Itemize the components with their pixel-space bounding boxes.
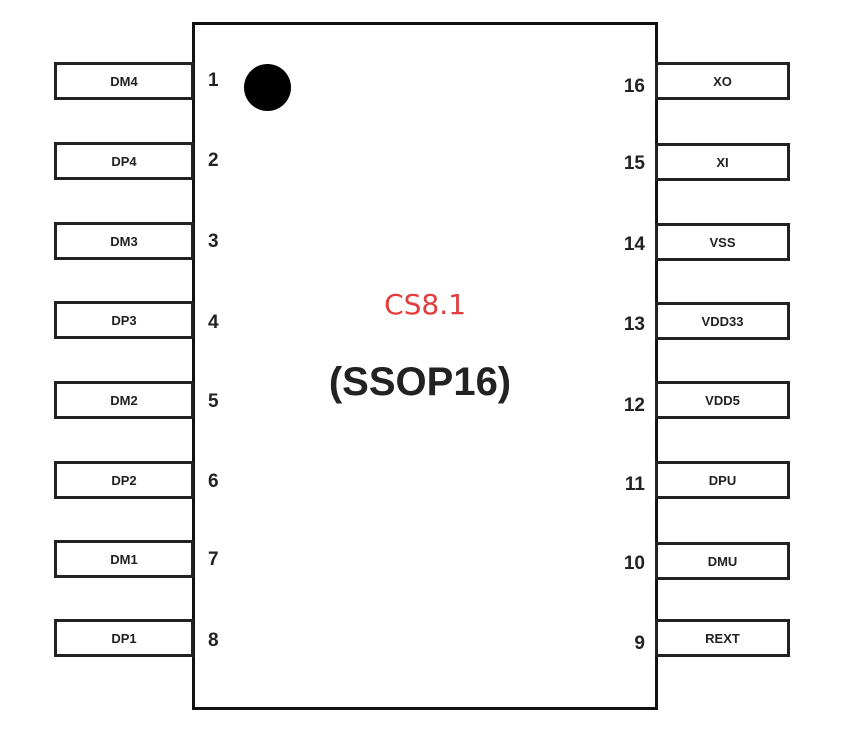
pin-box-right-13: VDD33 [655, 302, 790, 340]
pin-box-right-10: DMU [655, 542, 790, 580]
pin-box-left-8: DP1 [54, 619, 194, 657]
pin-number-4: 4 [208, 312, 219, 333]
pin-box-right-9: REXT [655, 619, 790, 657]
pin-box-right-12: VDD5 [655, 381, 790, 419]
pin-box-left-1: DM4 [54, 62, 194, 100]
pin-number-16: 16 [623, 76, 645, 97]
package-label: (SSOP16) [328, 360, 512, 404]
pin-number-1: 1 [208, 70, 219, 91]
pin-box-right-14: VSS [655, 223, 790, 261]
pin-number-12: 12 [623, 395, 645, 416]
pin-box-left-7: DM1 [54, 540, 194, 578]
pin-box-left-4: DP3 [54, 301, 194, 339]
pin-number-3: 3 [208, 231, 219, 252]
pin-box-right-11: DPU [655, 461, 790, 499]
part-name: CS8.1 [384, 288, 466, 321]
chip-body [192, 22, 658, 710]
pin-number-13: 13 [623, 314, 645, 335]
pin-box-left-5: DM2 [54, 381, 194, 419]
pin-number-14: 14 [623, 234, 645, 255]
pin-number-6: 6 [208, 471, 219, 492]
pin-number-15: 15 [623, 153, 645, 174]
pin-number-9: 9 [634, 633, 645, 654]
pin-number-2: 2 [208, 150, 219, 171]
pin-box-left-2: DP4 [54, 142, 194, 180]
pin-box-left-3: DM3 [54, 222, 194, 260]
pin-number-7: 7 [208, 549, 219, 570]
pin-box-right-16: XO [655, 62, 790, 100]
pin-number-10: 10 [623, 553, 645, 574]
pin-number-11: 11 [624, 474, 645, 495]
pin-box-right-15: XI [655, 143, 790, 181]
pin-box-left-6: DP2 [54, 461, 194, 499]
pin-number-5: 5 [208, 391, 219, 412]
pin-number-8: 8 [208, 630, 219, 651]
pin1-marker-dot [244, 64, 291, 111]
